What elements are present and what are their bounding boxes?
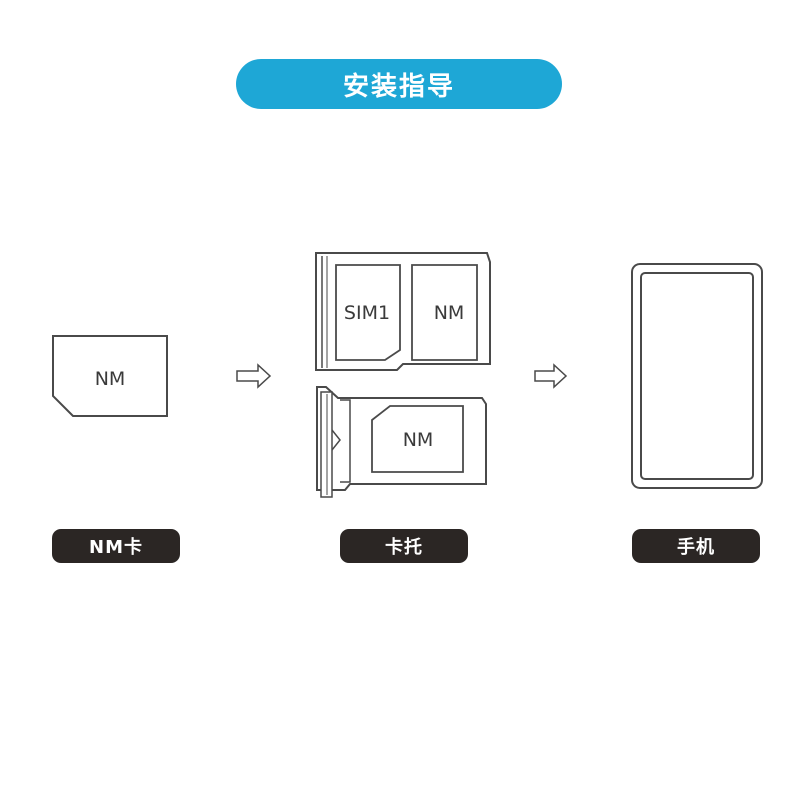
right-arrow-icon <box>534 363 568 389</box>
sim-tray-dual: SIM1 NM <box>315 252 491 371</box>
page-title: 安装指导 <box>236 59 562 109</box>
tray-slot-sim1-label: SIM1 <box>344 302 390 324</box>
label-phone: 手机 <box>632 529 760 563</box>
nm-card: NM <box>52 335 168 417</box>
tray-slot-nm-single-label: NM <box>403 429 434 451</box>
label-card-tray: 卡托 <box>340 529 468 563</box>
sim-tray-single: NM <box>316 386 487 498</box>
phone <box>631 263 763 489</box>
label-nm-card: NM卡 <box>52 529 180 563</box>
tray-slot-nm-label: NM <box>434 302 465 324</box>
nm-card-label: NM <box>95 368 126 390</box>
right-arrow-icon <box>236 363 272 389</box>
